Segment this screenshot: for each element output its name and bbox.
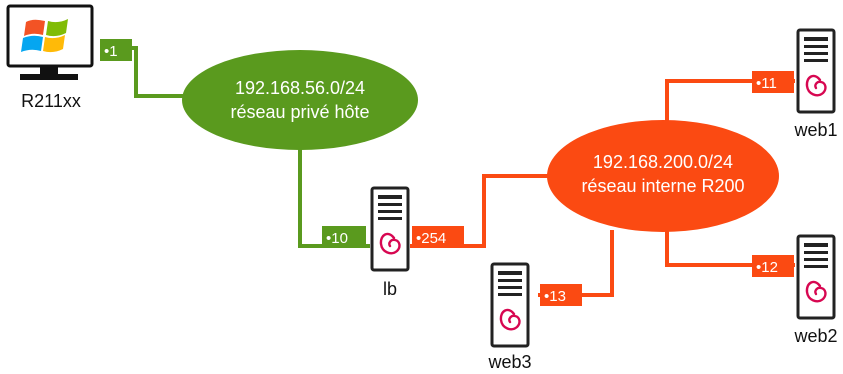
client-label: R211xx [21, 91, 81, 111]
badge-client-text: •1 [104, 43, 118, 60]
debian-server-icon [796, 234, 836, 320]
internal-network: 192.168.200.0/24 réseau interne R200 [547, 120, 779, 232]
badge-web2-text: •12 [756, 259, 778, 276]
internal-network-subnet: 192.168.200.0/24 [593, 152, 733, 172]
web3-label: web3 [487, 352, 531, 372]
web1-host: web1 [793, 28, 838, 140]
badge-web3-text: •13 [544, 288, 566, 305]
badge-lb-host-text: •10 [326, 230, 348, 247]
web2-host: web2 [793, 234, 838, 346]
lb-label: lb [383, 279, 397, 299]
windows-monitor-icon [6, 4, 94, 80]
debian-server-icon [490, 262, 530, 348]
host-only-network: 192.168.56.0/24 réseau privé hôte [182, 50, 418, 150]
web1-label: web1 [793, 120, 837, 140]
client-host: R211xx [6, 4, 94, 111]
host-network-subnet: 192.168.56.0/24 [235, 78, 365, 98]
badge-web3: •13 [540, 284, 582, 306]
badge-client: •1 [100, 39, 132, 61]
badge-web1: •11 [752, 71, 794, 93]
host-network-name: réseau privé hôte [230, 102, 369, 122]
web3-host: web3 [487, 262, 532, 372]
lb-host: lb [370, 186, 410, 299]
badge-web2: •12 [752, 255, 794, 277]
badge-lb-host: •10 [322, 226, 366, 248]
internal-network-name: réseau interne R200 [581, 176, 744, 196]
badge-lb-internal-text: •254 [416, 230, 446, 247]
debian-server-icon [796, 28, 836, 114]
debian-server-icon [370, 186, 410, 272]
web2-label: web2 [793, 326, 837, 346]
badge-web1-text: •11 [756, 75, 777, 92]
badge-lb-internal: •254 [412, 226, 464, 248]
